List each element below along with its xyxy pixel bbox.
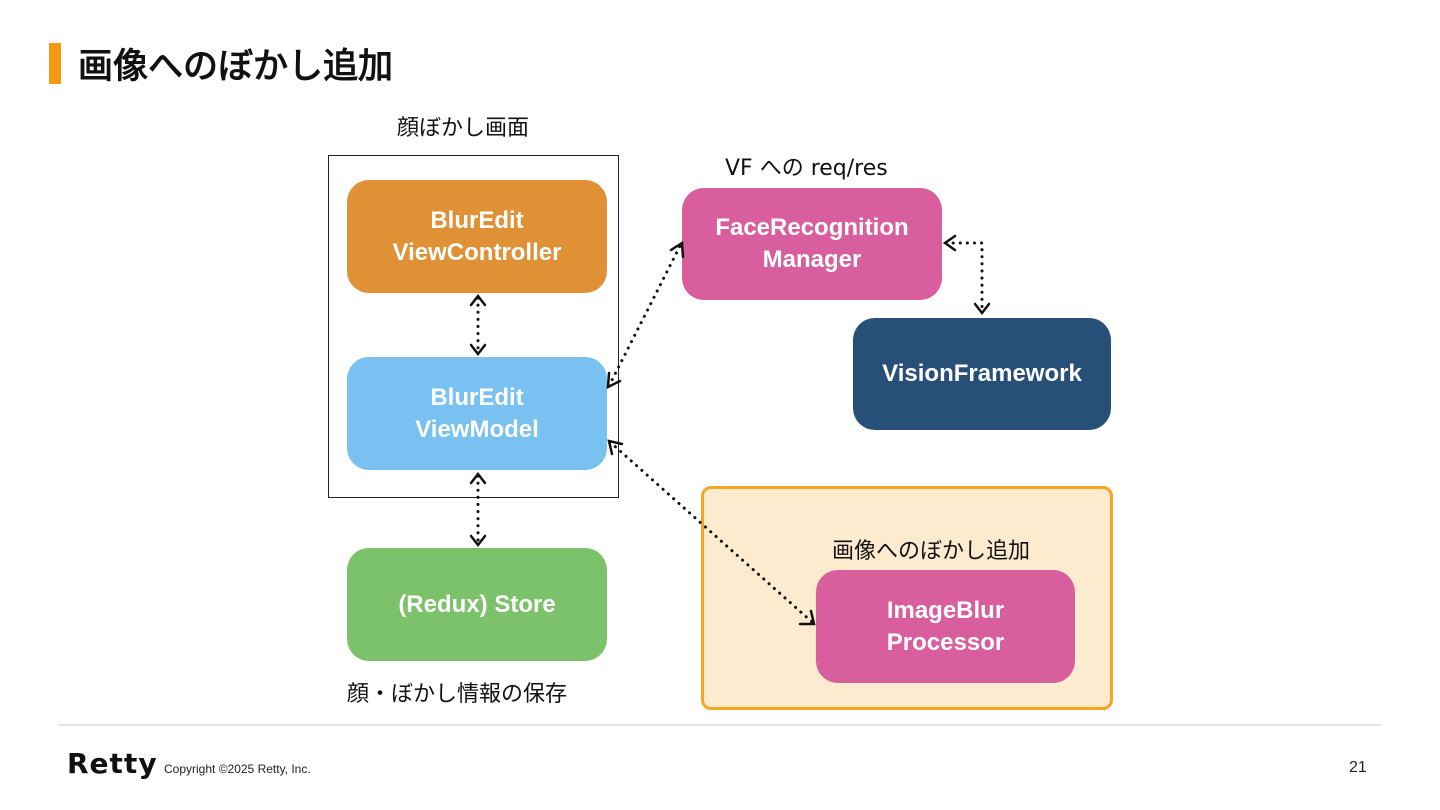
arrowhead-down-icon <box>973 302 991 316</box>
node-label-line2: Processor <box>886 628 1005 656</box>
node-label-line1: ImageBlur <box>886 596 1005 624</box>
arrowhead-icon <box>606 371 622 390</box>
arrowhead-icon <box>669 240 685 259</box>
redux-store-node: (Redux) Store <box>347 548 607 661</box>
arrowhead-down-icon <box>469 343 487 357</box>
screen-frame <box>328 155 619 498</box>
page-number: 21 <box>1349 759 1367 776</box>
arrowhead-icon <box>798 609 816 626</box>
node-label-line1: BlurEdit <box>430 206 524 234</box>
arrowhead-up-icon <box>469 471 487 485</box>
node-label-line1: (Redux) Store <box>398 590 556 618</box>
face-recognition-manager-node: FaceRecognition Manager <box>682 188 942 300</box>
blur-edit-view-model-node: BlurEdit ViewModel <box>347 357 607 470</box>
retty-logo: Retty <box>67 747 158 780</box>
node-label-line1: VisionFramework <box>882 360 1082 387</box>
vm-frm-connector <box>607 244 682 388</box>
node-label-line2: ViewController <box>392 238 562 266</box>
node-label-line2: Manager <box>762 246 862 273</box>
blur-edit-view-controller-node: BlurEdit ViewController <box>347 180 607 293</box>
blur-area-label: 画像へのぼかし追加 <box>832 539 1031 564</box>
copyright-text: Copyright ©2025 Retty, Inc. <box>164 762 311 776</box>
vm-ibp-connector <box>608 440 814 624</box>
page-title: 画像へのぼかし追加 <box>78 47 394 87</box>
node-label-line1: BlurEdit <box>430 383 524 411</box>
frm-vision-connector <box>944 241 984 314</box>
screen-label: 顔ぼかし画面 <box>397 116 530 141</box>
vf-req-res-label: VF への req/res <box>725 156 888 181</box>
footer-divider <box>58 724 1381 726</box>
arrowhead-down-icon <box>469 534 487 548</box>
image-blur-processor-node: ImageBlur Processor <box>816 570 1075 683</box>
node-label-line1: FaceRecognition <box>715 214 909 241</box>
vision-framework-node: VisionFramework <box>853 318 1111 430</box>
node-label-line2: ViewModel <box>415 415 539 443</box>
store-caption-label: 顔・ぼかし情報の保存 <box>347 682 568 707</box>
arrowhead-left-icon <box>942 234 957 252</box>
arrowhead-icon <box>607 439 624 456</box>
arrowhead-up-icon <box>469 293 487 307</box>
title-accent-bar <box>49 43 61 84</box>
